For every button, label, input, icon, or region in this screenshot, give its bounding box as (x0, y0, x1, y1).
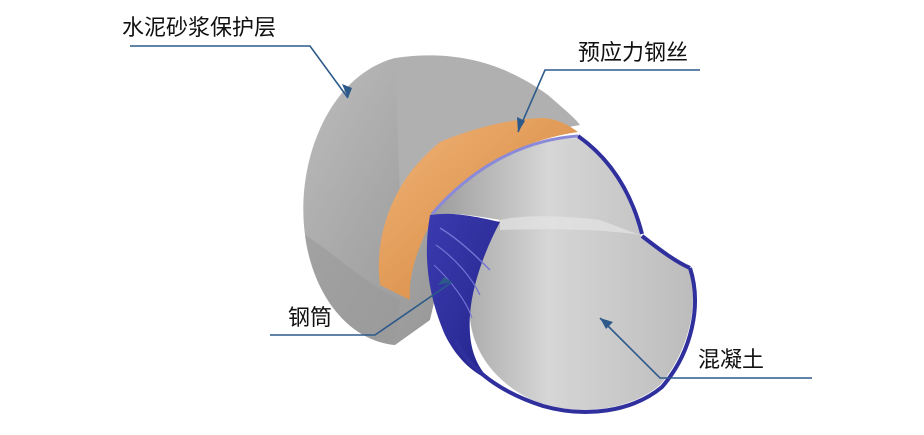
leader-lines (130, 45, 812, 379)
leader-arrowheads (342, 84, 613, 329)
label-prestress-wire: 预应力钢丝 (578, 41, 688, 66)
leader-mortar (130, 45, 349, 99)
prestress-wire-band (378, 118, 578, 300)
steel-rim (430, 134, 697, 414)
leader-steel (270, 281, 453, 336)
leader-wire (517, 69, 700, 133)
label-mortar-layer: 水泥砂浆保护层 (122, 16, 276, 41)
label-concrete: 混凝土 (698, 348, 764, 373)
leader-concrete (599, 317, 812, 379)
label-steel-cylinder: 钢筒 (288, 306, 332, 331)
steel-cylinder (426, 213, 500, 380)
concrete-lining (430, 138, 693, 410)
